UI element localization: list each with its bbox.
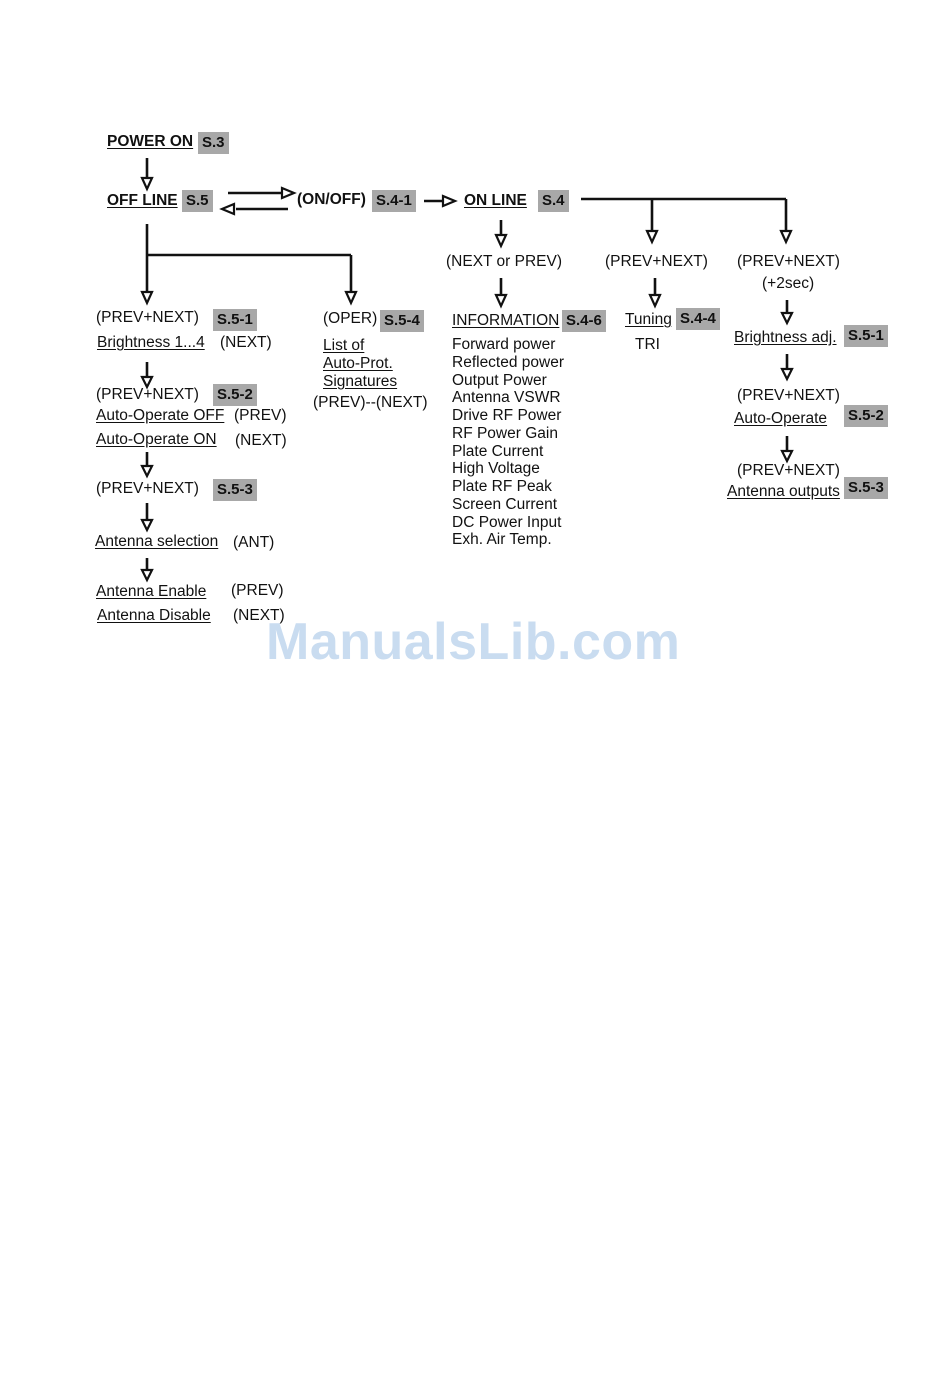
settings-antenna-badge: S.5-3	[844, 477, 888, 499]
arrow-right-icon	[441, 194, 458, 208]
tuning-badge: S.4-4	[676, 308, 720, 330]
antsel-badge: S.5-3	[213, 479, 257, 501]
settings-hold: (+2sec)	[762, 275, 815, 292]
power-on-label: POWER ON	[107, 133, 194, 150]
info-item-rf-power-gain: RF Power Gain	[452, 425, 558, 442]
info-keys: (NEXT or PREV)	[446, 253, 562, 270]
arrow-down-icon	[140, 290, 154, 306]
info-item-dc-power-input: DC Power Input	[452, 514, 562, 531]
settings-brightness-label: Brightness adj.	[734, 329, 837, 346]
arrow-down-icon	[648, 293, 662, 309]
arrow-down-icon	[344, 290, 358, 306]
settings-antenna-keys: (PREV+NEXT)	[737, 462, 840, 479]
signatures-line3: Signatures	[323, 373, 398, 390]
arrow-right-icon	[280, 186, 297, 200]
arrow-down-icon	[780, 367, 794, 382]
arrow-down-icon	[140, 375, 154, 390]
on-line-badge: S.4	[538, 190, 569, 212]
ant-disable-key: (NEXT)	[233, 607, 285, 624]
info-item-exh-air-temp: Exh. Air Temp.	[452, 531, 552, 548]
antsel-label: Antenna selection	[95, 533, 219, 550]
arrow-left-icon	[219, 202, 236, 216]
info-badge: S.4-6	[562, 310, 606, 332]
info-item-high-voltage: High Voltage	[452, 460, 540, 477]
signatures-line2: Auto-Prot.	[323, 355, 393, 372]
autoop-off-label: Auto-Operate OFF	[96, 407, 225, 424]
off-line-label: OFF LINE	[107, 192, 178, 209]
autoop-on-label: Auto-Operate ON	[96, 431, 217, 448]
settings-autoop-label: Auto-Operate	[734, 410, 828, 427]
brightness-badge: S.5-1	[213, 309, 257, 331]
oper-keys: (OPER)	[323, 310, 378, 327]
arrow-down-icon	[494, 233, 508, 249]
arrow-down-icon	[780, 449, 794, 464]
info-item-reflected-power: Reflected power	[452, 354, 565, 371]
settings-autoop-badge: S.5-2	[844, 405, 888, 427]
autoop-keys: (PREV+NEXT)	[96, 386, 199, 403]
power-on-badge: S.3	[198, 132, 229, 154]
info-item-drive-rf-power: Drive RF Power	[452, 407, 562, 424]
info-item-antenna-vswr: Antenna VSWR	[452, 389, 561, 406]
info-item-plate-current: Plate Current	[452, 443, 544, 460]
info-label: INFORMATION	[452, 312, 560, 329]
arrow-down-icon	[779, 229, 793, 245]
ant-disable-label: Antenna Disable	[97, 607, 211, 624]
oper-badge: S.5-4	[380, 310, 424, 332]
ant-enable-key: (PREV)	[231, 582, 284, 599]
on-off-label: (ON/OFF)	[297, 191, 366, 208]
brightness-keys: (PREV+NEXT)	[96, 309, 199, 326]
arrow-down-icon	[140, 568, 154, 583]
info-item-output-power: Output Power	[452, 372, 547, 389]
tuning-keys: (PREV+NEXT)	[605, 253, 708, 270]
autoop-badge: S.5-2	[213, 384, 257, 406]
autoop-off-key: (PREV)	[234, 407, 287, 424]
arrow-down-icon	[140, 176, 154, 192]
arrow-down-icon	[140, 518, 154, 533]
arrow-down-icon	[494, 293, 508, 309]
antsel-key: (ANT)	[233, 534, 275, 551]
on-off-badge: S.4-1	[372, 190, 416, 212]
info-item-screen-current: Screen Current	[452, 496, 558, 513]
antsel-keys: (PREV+NEXT)	[96, 480, 199, 497]
signatures-nav: (PREV)--(NEXT)	[313, 394, 428, 411]
brightness-label: Brightness 1...4	[97, 334, 205, 351]
arrow-down-icon	[140, 464, 154, 479]
tuning-label: Tuning	[625, 311, 672, 328]
on-line-label: ON LINE	[464, 192, 527, 209]
settings-antenna-label: Antenna outputs	[727, 483, 840, 500]
info-item-plate-rf-peak: Plate RF Peak	[452, 478, 552, 495]
settings-brightness-badge: S.5-1	[844, 325, 888, 347]
settings-autoop-keys: (PREV+NEXT)	[737, 387, 840, 404]
autoop-on-key: (NEXT)	[235, 432, 287, 449]
ant-enable-label: Antenna Enable	[96, 583, 207, 600]
settings-keys: (PREV+NEXT)	[737, 253, 840, 270]
tuning-value: TRI	[635, 336, 660, 353]
arrow-down-icon	[780, 311, 794, 326]
off-line-badge: S.5	[182, 190, 213, 212]
watermark: ManualsLib.com	[266, 613, 681, 671]
info-item-forward-power: Forward power	[452, 336, 556, 353]
arrow-down-icon	[645, 229, 659, 245]
brightness-key: (NEXT)	[220, 334, 272, 351]
signatures-line1: List of	[323, 337, 365, 354]
